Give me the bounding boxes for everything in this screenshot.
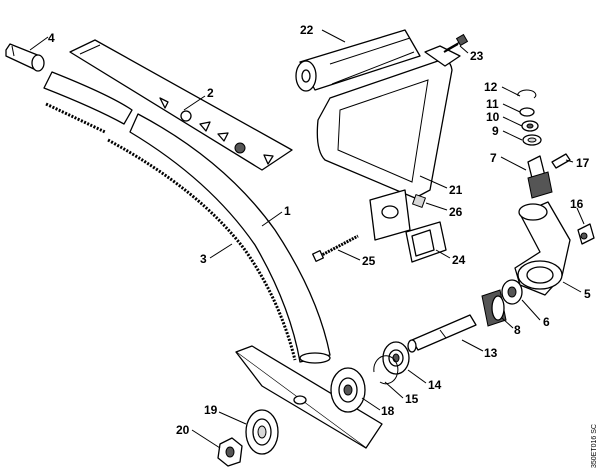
ball-bearing	[501, 279, 523, 305]
callout-15: 15	[405, 392, 419, 406]
callout-17: 17	[576, 156, 590, 170]
callout-14: 14	[428, 378, 442, 392]
callout-6: 6	[543, 315, 550, 329]
thrust-plate	[330, 367, 366, 413]
callout-21: 21	[449, 183, 463, 197]
callout-22: 22	[300, 23, 314, 37]
clamp-bolt	[312, 234, 359, 262]
blade-nut	[217, 437, 243, 467]
callout-7: 7	[490, 151, 497, 165]
callout-24: 24	[452, 253, 466, 267]
callout-16: 16	[570, 197, 584, 211]
callout-12: 12	[484, 80, 498, 94]
cutting-blade	[235, 345, 383, 449]
leader-lines	[29, 29, 585, 449]
decal-sheet	[69, 39, 293, 171]
callout-2: 2	[207, 86, 214, 100]
spindle-bearing	[382, 341, 410, 375]
callout-4: 4	[48, 31, 55, 45]
callout-9: 9	[492, 124, 499, 138]
retaining-rings	[517, 89, 542, 146]
clamp-block	[405, 221, 447, 263]
loop-handle	[316, 45, 461, 241]
callout-26: 26	[449, 205, 463, 219]
callout-8: 8	[514, 323, 521, 337]
callout-25: 25	[362, 254, 376, 268]
grease-fitting	[577, 223, 595, 245]
bevel-gear-small	[527, 155, 553, 199]
callout-3: 3	[200, 252, 207, 266]
drawing-code: 350ET016 SC	[591, 424, 598, 468]
callout-18: 18	[381, 404, 395, 418]
square-nut	[411, 193, 427, 209]
bevel-gear-large	[481, 289, 507, 327]
end-cap-part	[5, 43, 45, 72]
gear-head-housing	[514, 201, 571, 296]
callout-10: 10	[486, 110, 500, 124]
callout-1: 1	[284, 204, 291, 218]
circlip	[373, 355, 399, 385]
drive-tube	[43, 71, 331, 364]
callout-labels: 4 2 1 3 22 23 12 11 10 9 7 17 21 26 16 2…	[48, 23, 591, 437]
callout-20: 20	[176, 423, 190, 437]
callout-13: 13	[484, 346, 498, 360]
handle-grip	[295, 29, 421, 92]
callout-5: 5	[584, 287, 591, 301]
flexible-drive-shaft	[45, 102, 297, 361]
set-screw	[551, 153, 571, 169]
callout-19: 19	[204, 403, 218, 417]
thrust-washer	[245, 409, 279, 455]
spindle-shaft	[407, 314, 477, 353]
callout-11: 11	[486, 97, 499, 111]
warning-symbols	[159, 97, 274, 165]
callout-23: 23	[470, 49, 484, 63]
screw-part	[443, 33, 469, 53]
